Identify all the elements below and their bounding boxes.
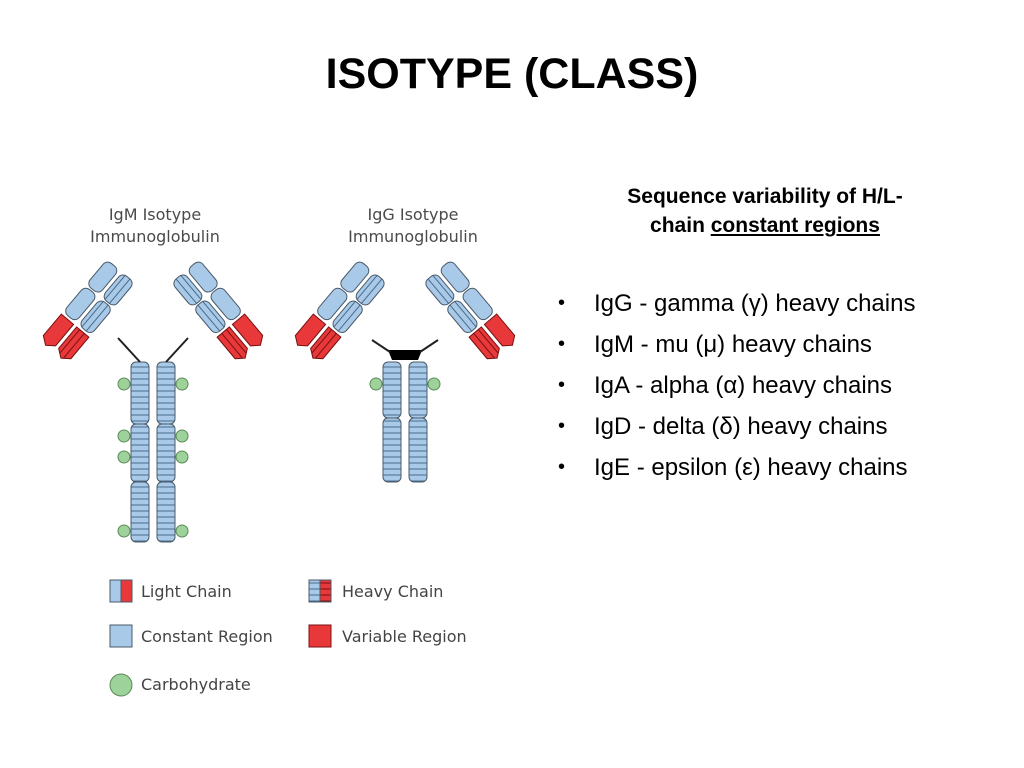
legend-carbohydrate-label: Carbohydrate	[141, 675, 251, 694]
igg-carbohydrates	[369, 377, 441, 391]
antibody-diagram: IgM Isotype Immunoglobulin IgG Isotype I…	[0, 190, 540, 710]
bullet-icon: •	[558, 415, 566, 437]
isotype-text: IgA - alpha (α) heavy chains	[594, 372, 893, 399]
isotype-text: IgD - delta (δ) heavy chains	[594, 413, 888, 440]
igm-right-arm	[173, 261, 264, 360]
igg-label: IgG Isotype Immunoglobulin	[313, 204, 513, 248]
isotype-list-item: • IgM - mu (μ) heavy chains	[556, 324, 1006, 365]
isotype-text: IgE - epsilon (ε) heavy chains	[594, 454, 908, 481]
legend-variable-region-swatch	[308, 624, 332, 648]
igg-stem	[382, 361, 428, 483]
variability-heading-plain: chain	[650, 214, 711, 237]
legend-heavy-chain-swatch	[308, 579, 332, 603]
legend-variable-region-label: Variable Region	[342, 627, 467, 646]
igg-label-line1: IgG Isotype	[367, 205, 459, 224]
igg-left-arm	[294, 261, 385, 360]
bullet-icon: •	[558, 333, 566, 355]
isotype-list-item: • IgA - alpha (α) heavy chains	[556, 365, 1006, 406]
variability-heading: Sequence variability of H/L- chain const…	[575, 182, 955, 240]
igg-right-arm	[425, 261, 516, 360]
bullet-icon: •	[558, 456, 566, 478]
igm-antibody	[42, 261, 264, 543]
isotype-list-item: • IgG - gamma (γ) heavy chains	[556, 283, 1006, 324]
isotype-list-item: • IgE - epsilon (ε) heavy chains	[556, 447, 1006, 488]
variability-heading-underlined: constant regions	[710, 214, 880, 237]
legend-heavy-chain-label: Heavy Chain	[342, 582, 444, 601]
igg-label-line2: Immunoglobulin	[348, 227, 478, 246]
igg-hinge	[388, 350, 422, 360]
variability-heading-line1: Sequence variability of H/L-	[627, 185, 903, 208]
bullet-icon: •	[558, 292, 566, 314]
variability-heading-line2: chain constant regions	[575, 211, 955, 240]
slide-title: ISOTYPE (CLASS)	[325, 50, 699, 98]
legend-carbohydrate-swatch	[109, 673, 133, 697]
igm-label-line2: Immunoglobulin	[90, 227, 220, 246]
igg-antibody	[294, 261, 516, 483]
legend-constant-region-swatch	[109, 624, 133, 648]
igm-carbohydrates	[117, 377, 189, 538]
bullet-icon: •	[558, 374, 566, 396]
isotype-list: • IgG - gamma (γ) heavy chains • IgM - mu …	[556, 283, 1006, 488]
isotype-list-item: • IgD - delta (δ) heavy chains	[556, 406, 1006, 447]
igm-label-line1: IgM Isotype	[108, 205, 202, 224]
legend-light-chain-label: Light Chain	[141, 582, 232, 601]
igm-stem	[130, 361, 176, 543]
isotype-text: IgG - gamma (γ) heavy chains	[594, 290, 916, 317]
legend-constant-region-label: Constant Region	[141, 627, 273, 646]
legend-light-chain-swatch	[109, 579, 133, 603]
igm-left-arm	[42, 261, 133, 360]
igm-label: IgM Isotype Immunoglobulin	[55, 204, 255, 248]
isotype-text: IgM - mu (μ) heavy chains	[594, 331, 872, 358]
antibody-illustration	[42, 261, 516, 697]
